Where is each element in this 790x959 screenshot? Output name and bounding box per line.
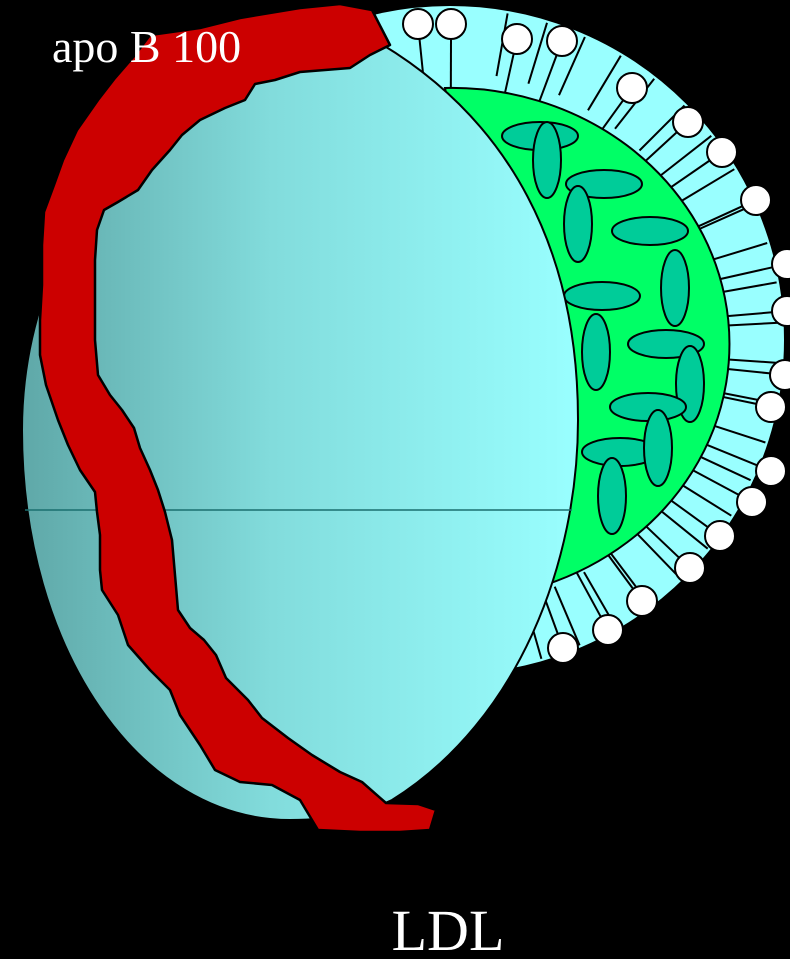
lipid-molecule — [564, 282, 640, 310]
phospholipid-head — [741, 185, 771, 215]
phospholipid-head — [627, 586, 657, 616]
phospholipid-head — [737, 487, 767, 517]
phospholipid-head — [673, 107, 703, 137]
phospholipid-head — [593, 615, 623, 645]
phospholipid-head — [675, 553, 705, 583]
lipid-molecule — [564, 186, 592, 262]
phospholipid-head — [617, 73, 647, 103]
phospholipid-head — [756, 456, 786, 486]
phospholipid-head — [756, 392, 786, 422]
lipid-molecule — [644, 410, 672, 486]
phospholipid-head — [403, 9, 433, 39]
phospholipid-head — [502, 24, 532, 54]
lipid-molecule — [582, 314, 610, 390]
lipid-molecule — [598, 458, 626, 534]
phospholipid-head — [707, 137, 737, 167]
lipid-molecule — [610, 393, 686, 421]
particle-label: LDL — [392, 898, 505, 959]
lipid-molecule — [533, 122, 561, 198]
lipid-molecule — [661, 250, 689, 326]
lipid-molecule — [612, 217, 688, 245]
phospholipid-head — [436, 9, 466, 39]
phospholipid-head — [548, 633, 578, 663]
phospholipid-head — [705, 521, 735, 551]
phospholipid-head — [770, 360, 790, 390]
protein-label: apo B 100 — [52, 21, 241, 72]
phospholipid-head — [547, 26, 577, 56]
